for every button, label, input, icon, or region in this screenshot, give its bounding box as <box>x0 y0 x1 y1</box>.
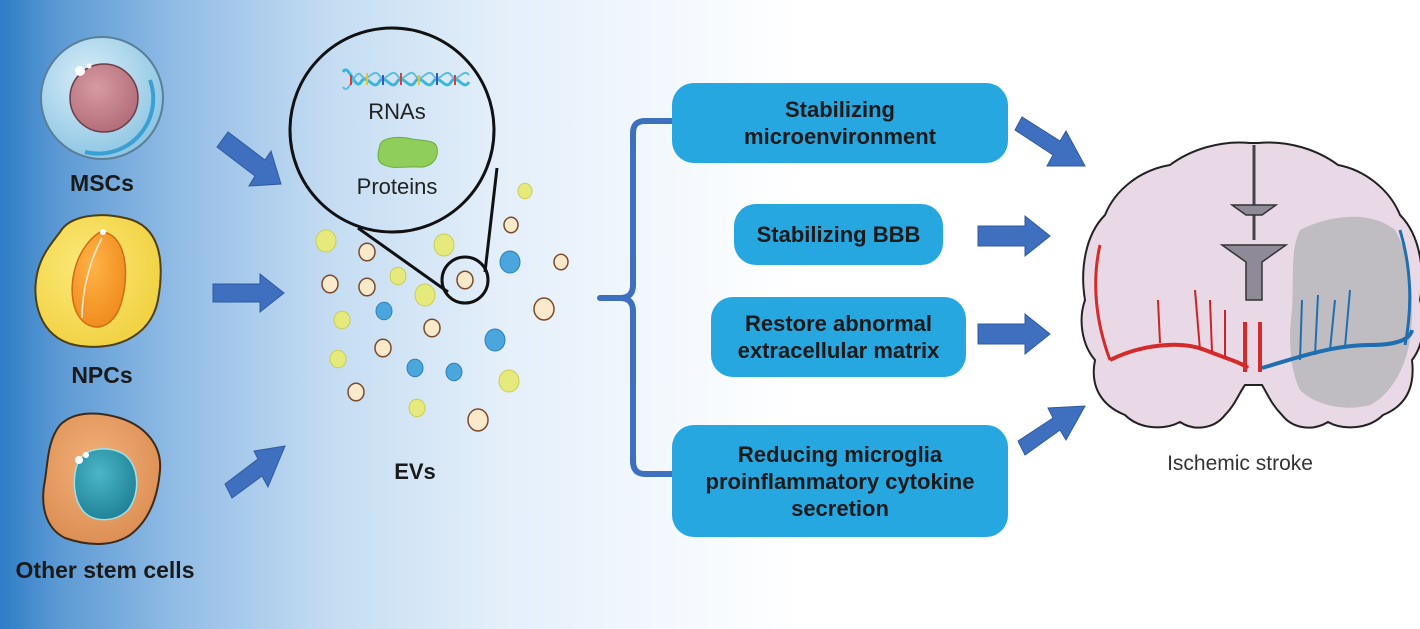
target-label: Ischemic stroke <box>1167 452 1313 475</box>
ev-particle <box>358 242 376 262</box>
ev-particle <box>333 310 351 330</box>
effect-line: Stabilizing BBB <box>756 222 921 247</box>
cargo-magnifier <box>288 26 499 305</box>
ev-particle <box>315 229 337 253</box>
rna-helix-icon <box>341 68 471 91</box>
effect-line: extracellular matrix <box>737 338 940 363</box>
arrow-effect-2 <box>977 214 1051 258</box>
ev-particle <box>433 233 455 257</box>
ev-particle <box>503 216 519 234</box>
cargo-label-proteins: Proteins <box>356 174 438 199</box>
effect-line: Reducing microglia <box>737 441 943 467</box>
other-stem-cell-icon <box>42 412 162 545</box>
evs-label: EVs <box>394 459 436 484</box>
effect-line: proinflammatory cytokine <box>705 468 975 494</box>
arrow-other-to-evs <box>224 445 286 499</box>
effect-line: Stabilizing <box>785 97 895 122</box>
ev-particle <box>329 349 347 369</box>
ev-particle <box>408 398 426 418</box>
effect-line: Restore abnormal <box>744 311 933 336</box>
ev-particle <box>347 382 365 402</box>
brain-coronal-section-icon <box>1080 141 1420 429</box>
ev-particle <box>414 283 436 307</box>
ev-particle <box>374 338 392 358</box>
ev-particle <box>498 369 520 393</box>
effects-bracket <box>597 118 672 477</box>
ev-particle <box>321 274 339 294</box>
arrow-npc-to-evs <box>212 272 285 314</box>
arrow-effect-3 <box>977 312 1051 356</box>
msc-cell-icon <box>40 36 164 160</box>
ev-particle <box>375 301 393 321</box>
ev-particle <box>389 266 407 286</box>
ev-particle <box>484 328 506 352</box>
ev-particle <box>517 182 533 200</box>
ev-particle <box>553 253 569 271</box>
source-label-other: Other stem cells <box>15 557 195 583</box>
arrow-msc-to-evs <box>216 131 282 187</box>
ev-particle <box>358 277 376 297</box>
effect-line: microenvironment <box>744 124 936 149</box>
ev-particle <box>445 362 463 382</box>
arrow-effect-1 <box>1014 116 1086 167</box>
ev-particle <box>423 318 441 338</box>
source-label-msc: MSCs <box>70 170 134 196</box>
effect-box-stabilizing-bbb: Stabilizing BBB <box>734 204 943 265</box>
source-label-npc: NPCs <box>71 362 133 388</box>
ev-particle <box>406 358 424 378</box>
ev-particles <box>315 182 569 432</box>
npc-cell-icon <box>34 214 162 348</box>
protein-blob-icon <box>377 136 438 168</box>
ev-particle <box>467 408 489 432</box>
ev-particle <box>499 250 521 274</box>
cargo-label-rnas: RNAs <box>368 99 426 124</box>
arrow-effect-4 <box>1017 405 1086 456</box>
effect-line: secretion <box>791 495 889 521</box>
ev-particle <box>456 270 474 290</box>
ev-particle <box>533 297 555 321</box>
